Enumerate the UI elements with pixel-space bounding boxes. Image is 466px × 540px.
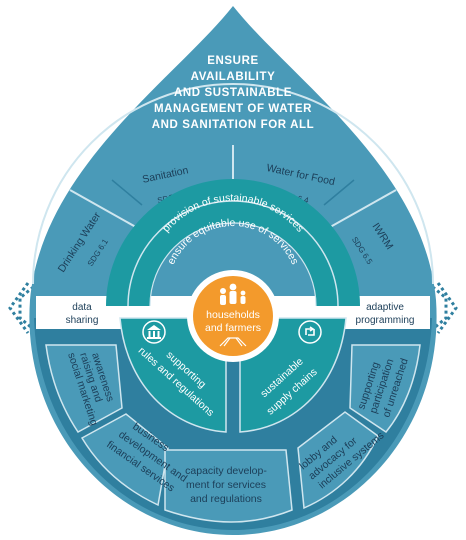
- title-line: MANAGEMENT OF WATER: [154, 103, 312, 115]
- center-label-line1: households: [206, 309, 260, 321]
- goal-divider: [323, 179, 355, 206]
- adaptive-programming-label: adaptive programming: [356, 302, 415, 326]
- center-label-line2: and farmers: [205, 322, 261, 334]
- data-sharing-label: data sharing: [66, 302, 99, 326]
- goal-divider: [111, 179, 143, 206]
- center-circle: [193, 276, 273, 356]
- svg-text:sharing: sharing: [66, 315, 99, 326]
- svg-text:adaptive: adaptive: [366, 302, 404, 313]
- field-icon: [219, 337, 247, 347]
- rules-building-icon: [142, 320, 166, 344]
- svg-text:and regulations: and regulations: [190, 493, 262, 505]
- title-block: ENSURE AVAILABILITY AND SUSTAINABLE MANA…: [152, 55, 314, 131]
- arrow-left-icon: [8, 281, 39, 335]
- outer-segment-capacity: capacity develop- ment for services and …: [185, 465, 267, 505]
- outer-segment-panels: [45, 344, 421, 523]
- arrow-right-icon: [427, 281, 458, 335]
- svg-text:programming: programming: [356, 315, 415, 326]
- svg-text:data: data: [72, 302, 92, 313]
- svg-text:capacity develop-: capacity develop-: [185, 465, 267, 477]
- family-icon: [220, 283, 246, 305]
- supply-chain-icon: [298, 320, 322, 344]
- title-line: ENSURE: [207, 55, 259, 67]
- goal-segments: [32, 83, 434, 285]
- title-line: AVAILABILITY: [191, 71, 276, 83]
- title-line: AND SUSTAINABLE: [174, 87, 292, 99]
- svg-text:ment for services: ment for services: [186, 479, 266, 491]
- title-line: AND SANITATION FOR ALL: [152, 119, 314, 131]
- services-ring: [106, 179, 360, 307]
